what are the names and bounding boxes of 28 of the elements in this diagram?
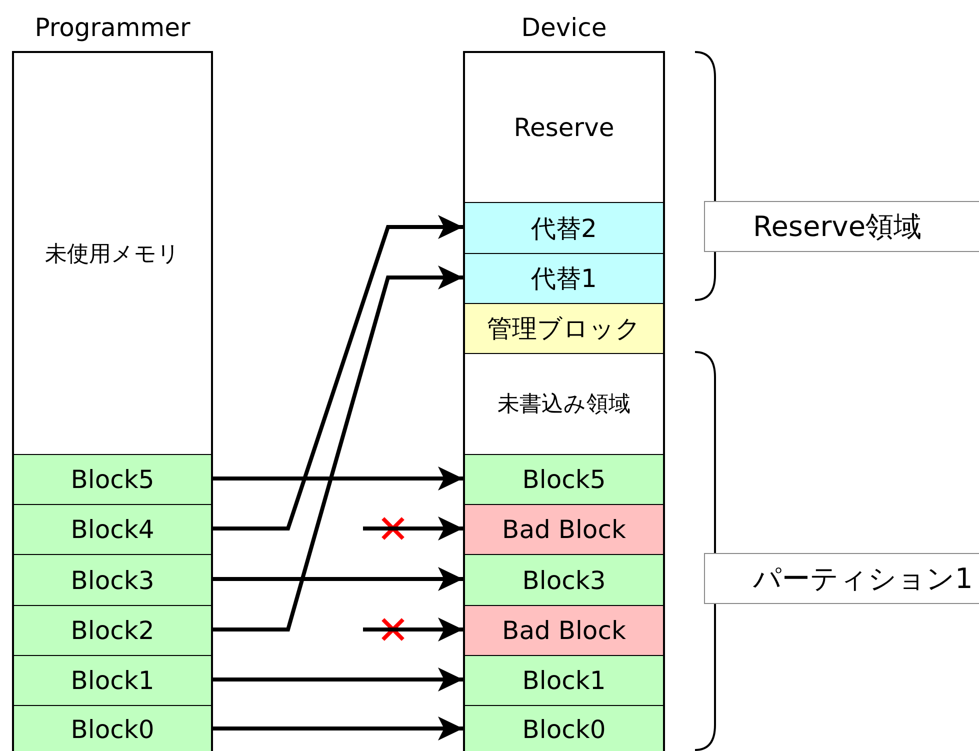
region-label: Reserve領域 [704, 201, 979, 252]
arrow [363, 516, 463, 540]
memory-block: Block2 [14, 606, 211, 657]
memory-block: Block5 [14, 455, 211, 506]
memory-block: 代替2 [465, 203, 663, 255]
arrow [213, 215, 463, 530]
arrow [213, 567, 463, 591]
memory-block: 管理ブロック [465, 304, 663, 355]
memory-block: Block5 [465, 455, 663, 506]
memory-block: Block3 [14, 555, 211, 607]
memory-block: 代替1 [465, 254, 663, 305]
memory-block: Block3 [465, 555, 663, 607]
memory-block: Block0 [465, 706, 663, 751]
memory-block: Block4 [14, 505, 211, 556]
arrow [363, 618, 463, 642]
memory-block: Block1 [14, 656, 211, 707]
memory-block: Block0 [14, 706, 211, 751]
memory-area: 未書込み領域 [465, 354, 663, 456]
memory-block: Block1 [465, 656, 663, 707]
arrow [213, 668, 463, 692]
arrow [213, 716, 463, 740]
memory-block: Bad Block [465, 505, 663, 556]
region-label: パーティション1 [704, 553, 979, 604]
memory-block: Bad Block [465, 606, 663, 657]
arrow [213, 266, 463, 632]
column-heading: Programmer [34, 13, 192, 42]
column-heading: Device [520, 13, 608, 42]
arrow [213, 466, 463, 490]
